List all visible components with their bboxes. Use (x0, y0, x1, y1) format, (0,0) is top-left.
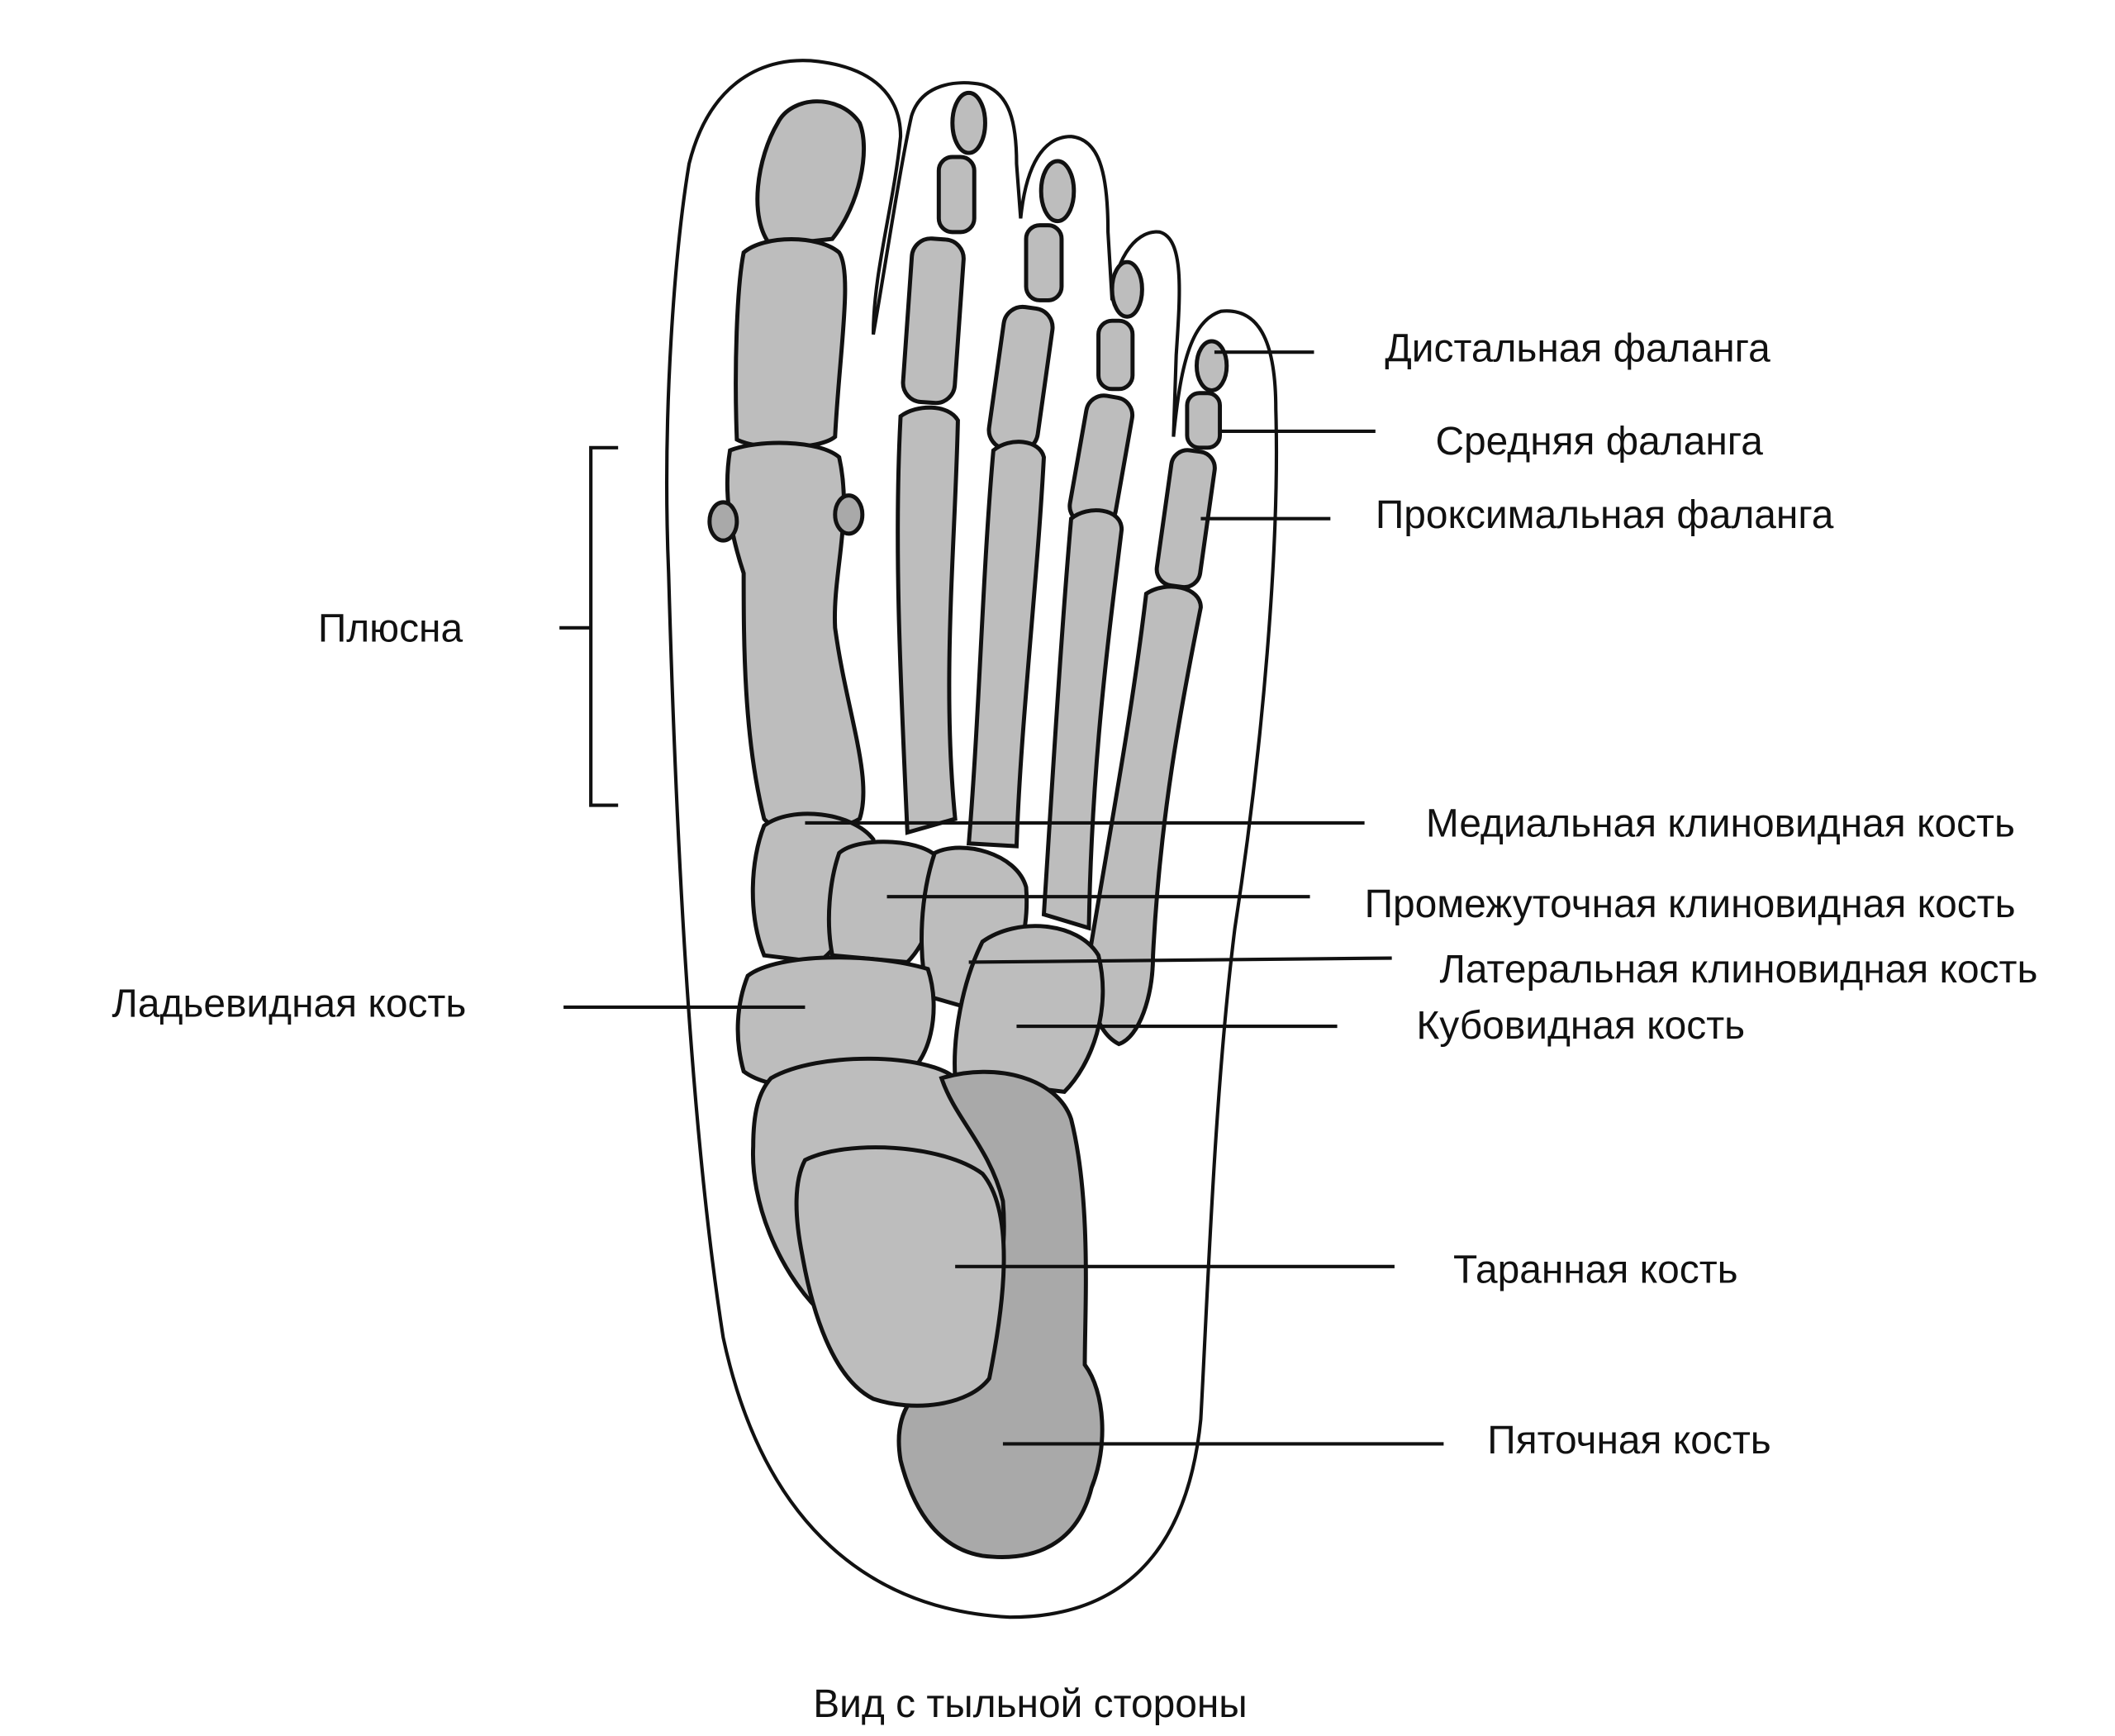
label-lateral-cuneiform: Латеральная клиновидная кость (1439, 948, 2037, 992)
label-middle-phalanx: Средняя фаланга (1435, 420, 1763, 464)
label-distal-phalanx: Дистальная фаланга (1385, 327, 1770, 371)
label-proximal-phalanx: Проксимальная фаланга (1376, 493, 1834, 537)
metatarsus-bracket (559, 445, 619, 807)
leader-lateral-cuneiform (968, 956, 1392, 964)
big-toe (707, 99, 867, 834)
label-navicular: Ладьевидная кость (112, 982, 466, 1026)
fourth-toe (1041, 259, 1144, 931)
fifth-toe (1086, 339, 1229, 1047)
second-toe (896, 90, 987, 835)
cuboid-bone (953, 924, 1105, 1094)
label-medial-cuneiform: Медиальная клиновидная кость (1426, 802, 2015, 846)
caption: Вид с тыльной стороны (813, 1682, 1248, 1726)
label-metatarsus: Плюсна (318, 606, 463, 650)
third-toe (966, 159, 1077, 849)
foot-outline (665, 59, 1279, 1619)
label-calcaneus: Пяточная кость (1487, 1419, 1770, 1463)
label-intermediate-cuneiform: Промежуточная клиновидная кость (1365, 882, 2016, 926)
label-talus: Таранная кость (1453, 1248, 1738, 1292)
label-cuboid: Кубовидная кость (1416, 1004, 1745, 1048)
